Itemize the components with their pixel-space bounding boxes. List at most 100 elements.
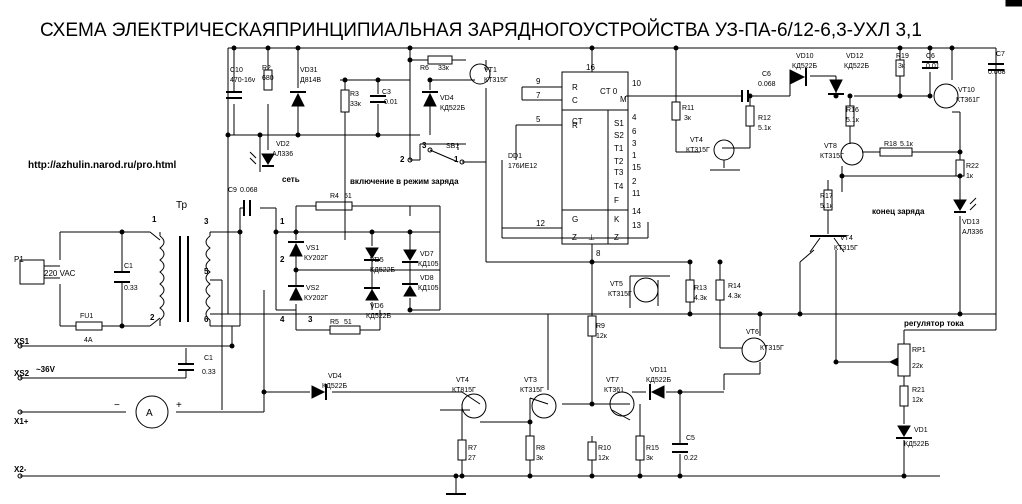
ic-n1: 1 bbox=[632, 151, 637, 160]
bridge-pin1: 1 bbox=[280, 217, 285, 226]
part-val: КТ815Г bbox=[452, 387, 476, 394]
part-ref: R10 bbox=[598, 445, 611, 452]
part-val: 0.068 bbox=[758, 81, 776, 88]
part-val: 3к bbox=[684, 115, 692, 122]
part-ref: R18 bbox=[884, 141, 897, 148]
part-val: 680 bbox=[262, 75, 274, 82]
part-ref: VT10 bbox=[958, 87, 975, 94]
part-ref: VS2 bbox=[306, 285, 319, 292]
part-ref: C5 bbox=[686, 435, 695, 442]
dd1-chip-body bbox=[561, 71, 629, 245]
ic-n15: 15 bbox=[632, 163, 641, 172]
part-val: 0.33 bbox=[124, 285, 138, 292]
current-reg-note: регулятор тока bbox=[904, 319, 964, 328]
part-ref: VD8 bbox=[420, 275, 434, 282]
ic-pin-g: G bbox=[572, 215, 578, 224]
ic-pin-c: C bbox=[572, 96, 578, 105]
part-ref: C10 bbox=[230, 67, 243, 74]
part-ref: R11 bbox=[682, 105, 694, 112]
part-val: 3к bbox=[646, 455, 654, 462]
part-ref: VT8 bbox=[824, 143, 837, 150]
pin16: 16 bbox=[586, 63, 595, 72]
part-ref: VT5 bbox=[610, 281, 623, 288]
ic-n14: 14 bbox=[632, 207, 641, 216]
part-val: КД522Б bbox=[646, 377, 671, 384]
part-ref: VT4 bbox=[690, 137, 703, 144]
tr-pin1: 1 bbox=[152, 215, 157, 224]
part-val: 22к bbox=[912, 363, 924, 370]
part-ref: VD12 bbox=[846, 53, 864, 60]
part-ref: R12 bbox=[758, 115, 771, 122]
ic-n9: 9 bbox=[536, 77, 541, 86]
part-val: КТ315Г bbox=[520, 387, 544, 394]
bridge-pin3: 3 bbox=[308, 315, 313, 324]
ic-n5: 5 bbox=[536, 115, 541, 124]
part-ref: VD1 bbox=[914, 427, 928, 434]
x2-label: X2- bbox=[14, 465, 27, 474]
ic-pin-z2: Z bbox=[614, 233, 619, 242]
ic-pin-ct0: CT 0 bbox=[600, 87, 618, 96]
tr-pin6: 6 bbox=[204, 315, 209, 324]
part-val: КД522Б bbox=[792, 63, 817, 70]
part-ref: R16 bbox=[846, 107, 859, 114]
corner-mark bbox=[1005, 0, 1022, 7]
part-val: КД522Б bbox=[322, 383, 347, 390]
part-ref: C1 bbox=[124, 263, 133, 270]
ic-n2: 2 bbox=[632, 177, 637, 186]
part-val: 470-16v bbox=[230, 77, 256, 84]
part-val: АЛ336 bbox=[272, 151, 293, 158]
junctions bbox=[119, 45, 963, 479]
ic-n6: 6 bbox=[632, 127, 637, 136]
part-ref: SB1 bbox=[446, 143, 459, 150]
part-val: КУ202Г bbox=[304, 255, 328, 262]
part-val: 5.1к bbox=[820, 203, 834, 210]
part-val: 5.1к bbox=[846, 117, 860, 124]
part-val: АЛ336 bbox=[962, 229, 983, 236]
sb1-pin2: 2 bbox=[400, 155, 405, 164]
ic-ref: DD1 bbox=[508, 153, 522, 160]
ic-pin-ct: CT bbox=[572, 117, 583, 126]
part-val: 4.3к bbox=[728, 293, 742, 300]
part-val: Д814В bbox=[300, 77, 321, 84]
component-labels: R C R CT 0 CT M G Z ⊥ S1 S2 T1 T2 T3 T4 … bbox=[14, 63, 964, 474]
part-val: КД105 bbox=[418, 285, 439, 292]
tr-pin3: 3 bbox=[204, 217, 209, 226]
part-val: 0.22 bbox=[684, 455, 698, 462]
sb1-pin3: 3 bbox=[422, 141, 427, 150]
part-ref: R15 bbox=[646, 445, 659, 452]
part-labels: C10 470-16v R2 680 VD31 Д814В VD2 АЛ336 … bbox=[124, 51, 1006, 462]
part-val: 3к bbox=[898, 63, 906, 70]
part-val: 3к bbox=[536, 455, 544, 462]
ammeter-minus: − bbox=[114, 400, 120, 411]
part-val: 51 bbox=[344, 319, 352, 326]
ammeter-symbol: A bbox=[146, 408, 153, 419]
ic-pin-k: K bbox=[614, 215, 620, 224]
part-val: 33к bbox=[438, 65, 450, 72]
part-ref: C9 bbox=[228, 187, 237, 194]
part-ref: R17 bbox=[820, 193, 833, 200]
part-ref: R4 bbox=[330, 193, 339, 200]
part-val: 12к bbox=[912, 397, 924, 404]
part-ref: C3 bbox=[382, 89, 391, 96]
xs2-label: XS2 bbox=[14, 369, 30, 378]
part-val: КТ315Г bbox=[834, 245, 858, 252]
part-val: 5.1к bbox=[758, 125, 772, 132]
part-ref: VD5 bbox=[370, 257, 384, 264]
part-ref: R2 bbox=[262, 65, 271, 72]
ic-pin-r2: R bbox=[572, 121, 578, 130]
part-ref: VT4 bbox=[840, 235, 853, 242]
part-val: КТ315Г bbox=[608, 291, 632, 298]
x1-label: X1+ bbox=[14, 417, 29, 426]
ic-pin-s1: S1 bbox=[614, 119, 624, 128]
part-val: КТ315Г bbox=[760, 345, 784, 352]
fu1-label: FU1 bbox=[80, 313, 93, 320]
part-val: 51 bbox=[344, 193, 352, 200]
part-ref: VD13 bbox=[962, 219, 980, 226]
sb1-pin1: 1 bbox=[454, 155, 459, 164]
ic-n12: 12 bbox=[536, 219, 545, 228]
part-ref: VT3 bbox=[524, 377, 537, 384]
transformer-label: Тр bbox=[176, 200, 188, 211]
wires bbox=[20, 47, 997, 495]
part-ref: R5 bbox=[330, 319, 339, 326]
